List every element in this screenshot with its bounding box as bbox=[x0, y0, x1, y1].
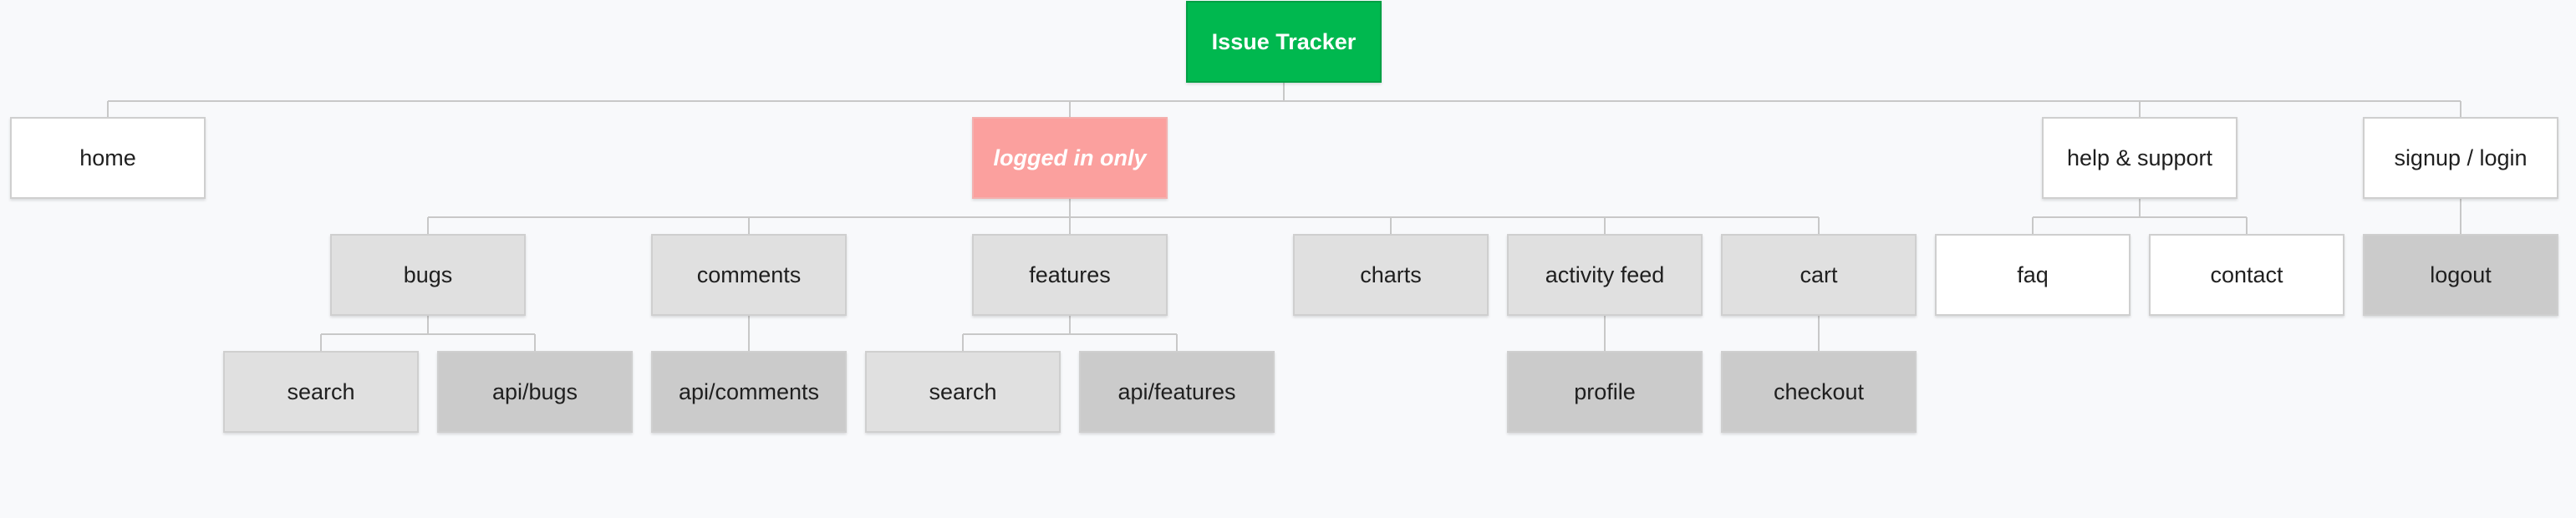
node-faq[interactable]: faq bbox=[1935, 234, 2131, 316]
node-activity-feed[interactable]: activity feed bbox=[1507, 234, 1703, 316]
node-profile[interactable]: profile bbox=[1507, 351, 1703, 433]
node-bugs-search[interactable]: search bbox=[223, 351, 419, 433]
node-bugs[interactable]: bugs bbox=[330, 234, 526, 316]
node-help-support[interactable]: help & support bbox=[2042, 117, 2237, 199]
node-checkout[interactable]: checkout bbox=[1721, 351, 1917, 433]
node-contact[interactable]: contact bbox=[2149, 234, 2344, 316]
node-logged-in-only[interactable]: logged in only bbox=[972, 117, 1168, 199]
root-node[interactable]: Issue Tracker bbox=[1186, 1, 1382, 83]
node-api-bugs[interactable]: api/bugs bbox=[437, 351, 633, 433]
node-signup-login[interactable]: signup / login bbox=[2363, 117, 2558, 199]
node-home[interactable]: home bbox=[10, 117, 206, 199]
node-api-comments[interactable]: api/comments bbox=[651, 351, 847, 433]
node-api-features[interactable]: api/features bbox=[1079, 351, 1275, 433]
node-logout[interactable]: logout bbox=[2363, 234, 2558, 316]
node-features[interactable]: features bbox=[972, 234, 1168, 316]
node-cart[interactable]: cart bbox=[1721, 234, 1917, 316]
node-comments[interactable]: comments bbox=[651, 234, 847, 316]
node-charts[interactable]: charts bbox=[1293, 234, 1489, 316]
node-features-search[interactable]: search bbox=[865, 351, 1061, 433]
